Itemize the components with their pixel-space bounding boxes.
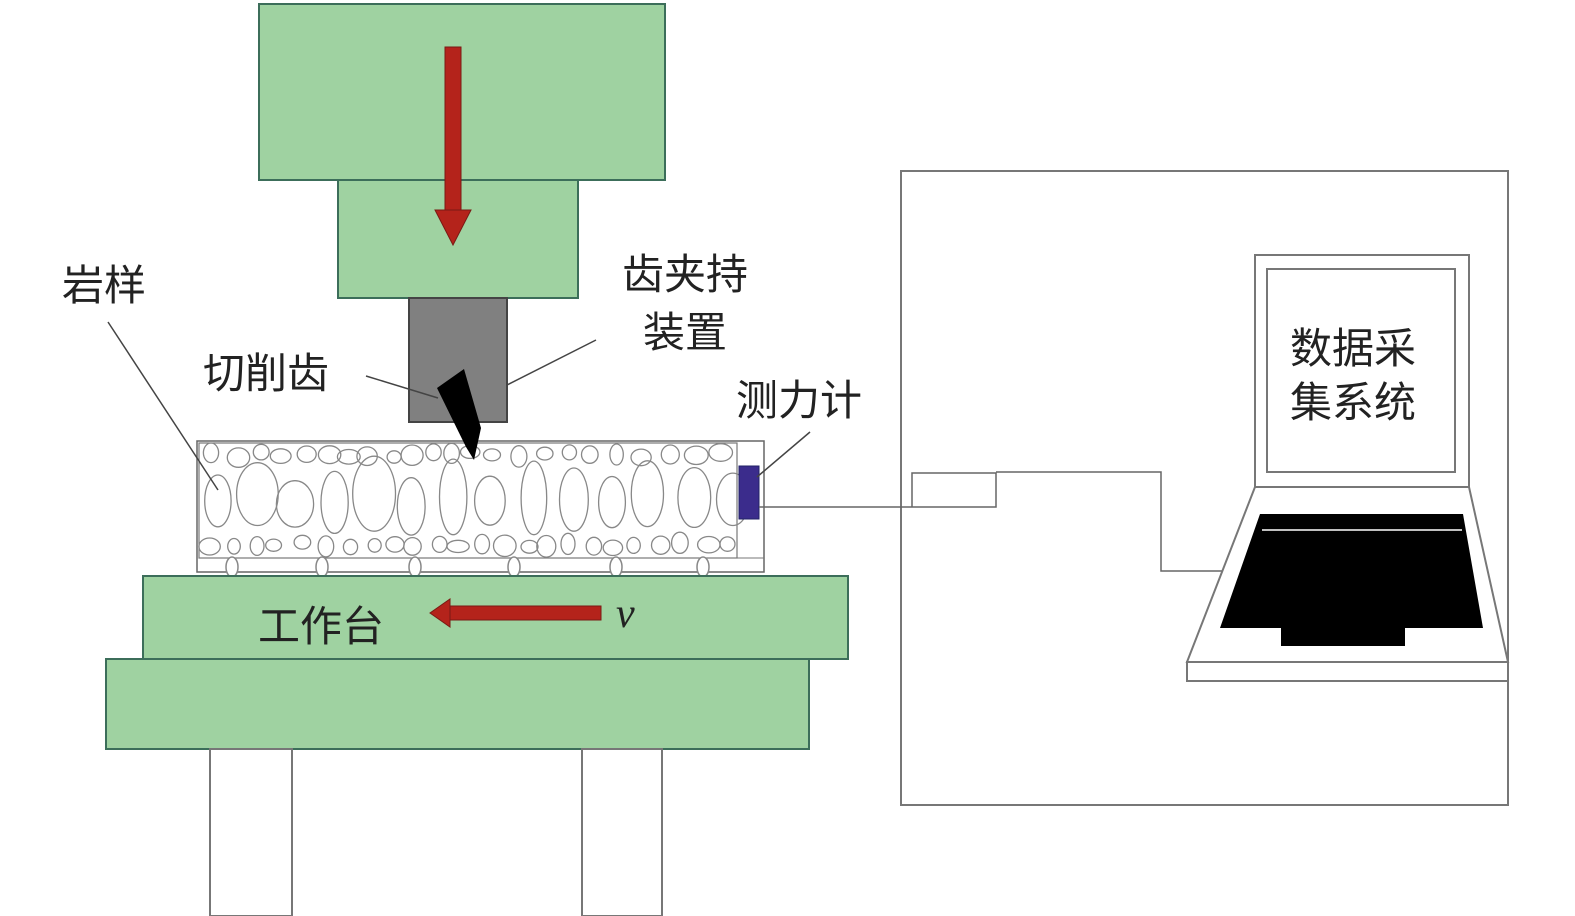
rock-pebble	[425, 443, 442, 462]
rock-pebble	[670, 531, 689, 555]
leader-rock-sample	[107, 321, 219, 491]
rock-pebble	[403, 536, 422, 556]
rock-pebble	[443, 442, 461, 465]
rock-pebble	[293, 534, 312, 550]
rock-pebble	[317, 535, 335, 558]
rock-pebble	[677, 466, 712, 529]
rock-pebble	[602, 539, 624, 557]
leader-cutting-tooth	[365, 375, 439, 399]
rock-pebble	[400, 444, 424, 467]
rock-pebble	[275, 480, 315, 528]
rock-pebble	[342, 538, 359, 556]
rock-pebble	[226, 447, 251, 468]
rock-pebble	[561, 444, 578, 461]
rock-pebble	[630, 460, 665, 528]
rock-pebble	[204, 474, 232, 528]
label-rock-sample: 岩样	[62, 261, 146, 310]
rock-pebble	[535, 446, 554, 461]
rock-pebble	[473, 475, 506, 526]
label-workbench: 工作台	[258, 602, 384, 651]
rock-pebble	[558, 467, 589, 532]
label-daq-1: 数据采	[1290, 324, 1416, 373]
rock-pebble	[560, 532, 576, 556]
rock-pebble	[252, 443, 270, 461]
rock-pebble	[708, 443, 734, 462]
rock-pebble	[356, 446, 378, 467]
rock-pebble	[227, 537, 241, 555]
load-arrow	[434, 46, 472, 247]
rock-pebble	[396, 477, 426, 536]
rock-pebble	[352, 455, 397, 532]
rock-pebble	[438, 458, 468, 536]
laptop-icon	[1185, 254, 1510, 682]
rock-pebble	[536, 534, 557, 558]
rock-pebble	[367, 537, 382, 553]
rock-pebble	[317, 445, 342, 465]
label-daq-2: 集系统	[1290, 378, 1416, 427]
leg-right	[581, 748, 663, 916]
label-tooth-holder-1: 齿夹持	[622, 250, 748, 299]
rock-pebble	[520, 460, 548, 536]
rock-pebble	[520, 539, 539, 554]
rock-pebble	[265, 538, 283, 552]
rock-pebble	[650, 535, 671, 555]
signal-cable-2	[996, 471, 1222, 572]
rock-pebble	[597, 475, 627, 529]
rock-pebble	[249, 535, 265, 557]
label-cutting-tooth: 切削齿	[203, 349, 329, 398]
rock-pebble	[630, 448, 652, 467]
rock-pebble	[492, 534, 517, 558]
rock-pebble	[510, 445, 528, 468]
rock-pebble	[609, 443, 624, 466]
rock-pebble	[446, 539, 470, 554]
label-velocity: v	[616, 591, 635, 637]
rock-pebble	[269, 448, 292, 465]
leader-dynamometer	[756, 431, 811, 478]
rock-pebble	[198, 537, 221, 556]
press-upper-block	[258, 3, 666, 181]
rock-pebble	[585, 536, 603, 556]
workbench-base	[105, 658, 810, 750]
dynamometer-sensor	[738, 465, 760, 520]
rock-pebble	[482, 448, 502, 462]
cutting-tooth	[437, 369, 481, 460]
rock-pebble	[683, 445, 709, 466]
label-dynamometer: 测力计	[736, 376, 862, 425]
rock-pebble	[719, 536, 736, 552]
rock-pebble	[296, 445, 317, 464]
rock-pebble	[336, 448, 361, 465]
leader-tooth-holder	[506, 339, 597, 386]
feed-motion-arrow	[429, 598, 602, 628]
label-tooth-holder-2: 装置	[643, 308, 727, 357]
rock-pebble	[202, 442, 220, 464]
rock-pebble	[320, 470, 349, 535]
leg-left	[209, 748, 293, 916]
signal-cable	[759, 472, 997, 508]
rock-pebble	[626, 536, 641, 555]
rock-pebble	[660, 444, 680, 465]
rock-pebble	[580, 445, 599, 464]
rock-pebble	[474, 533, 491, 555]
rock-sample	[196, 440, 765, 573]
